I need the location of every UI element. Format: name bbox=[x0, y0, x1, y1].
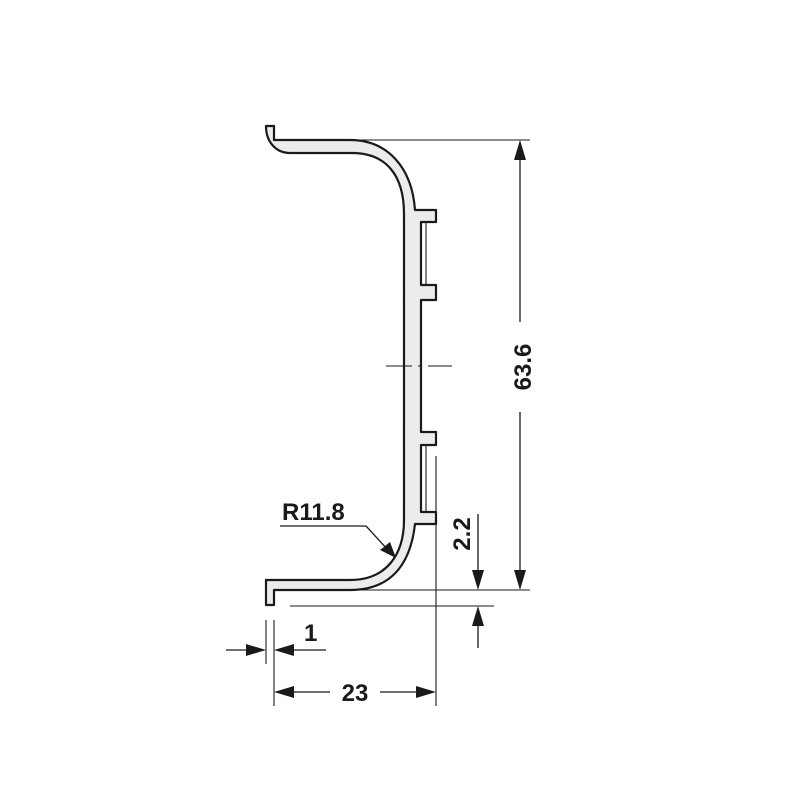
offset-arrow-lower bbox=[472, 606, 484, 626]
flange-thickness-label: 1 bbox=[304, 620, 317, 647]
radius-leader-diagonal bbox=[365, 525, 389, 551]
height-arrow-bottom bbox=[514, 570, 526, 590]
bottom-offset-label: 2.2 bbox=[449, 517, 476, 550]
offset-arrow-upper bbox=[472, 570, 484, 590]
overall-height-label: 63.6 bbox=[510, 344, 537, 391]
profile-cross-section bbox=[264, 124, 438, 607]
inner-radius-label: R11.8 bbox=[282, 499, 345, 526]
width-arrow-left bbox=[274, 686, 294, 698]
thickness-arrow-left bbox=[246, 644, 266, 656]
radius-arrow bbox=[380, 542, 396, 558]
width-arrow-right bbox=[416, 686, 436, 698]
thickness-arrow-right bbox=[274, 644, 294, 656]
overall-width-label: 23 bbox=[342, 680, 369, 707]
height-arrow-top bbox=[514, 140, 526, 160]
